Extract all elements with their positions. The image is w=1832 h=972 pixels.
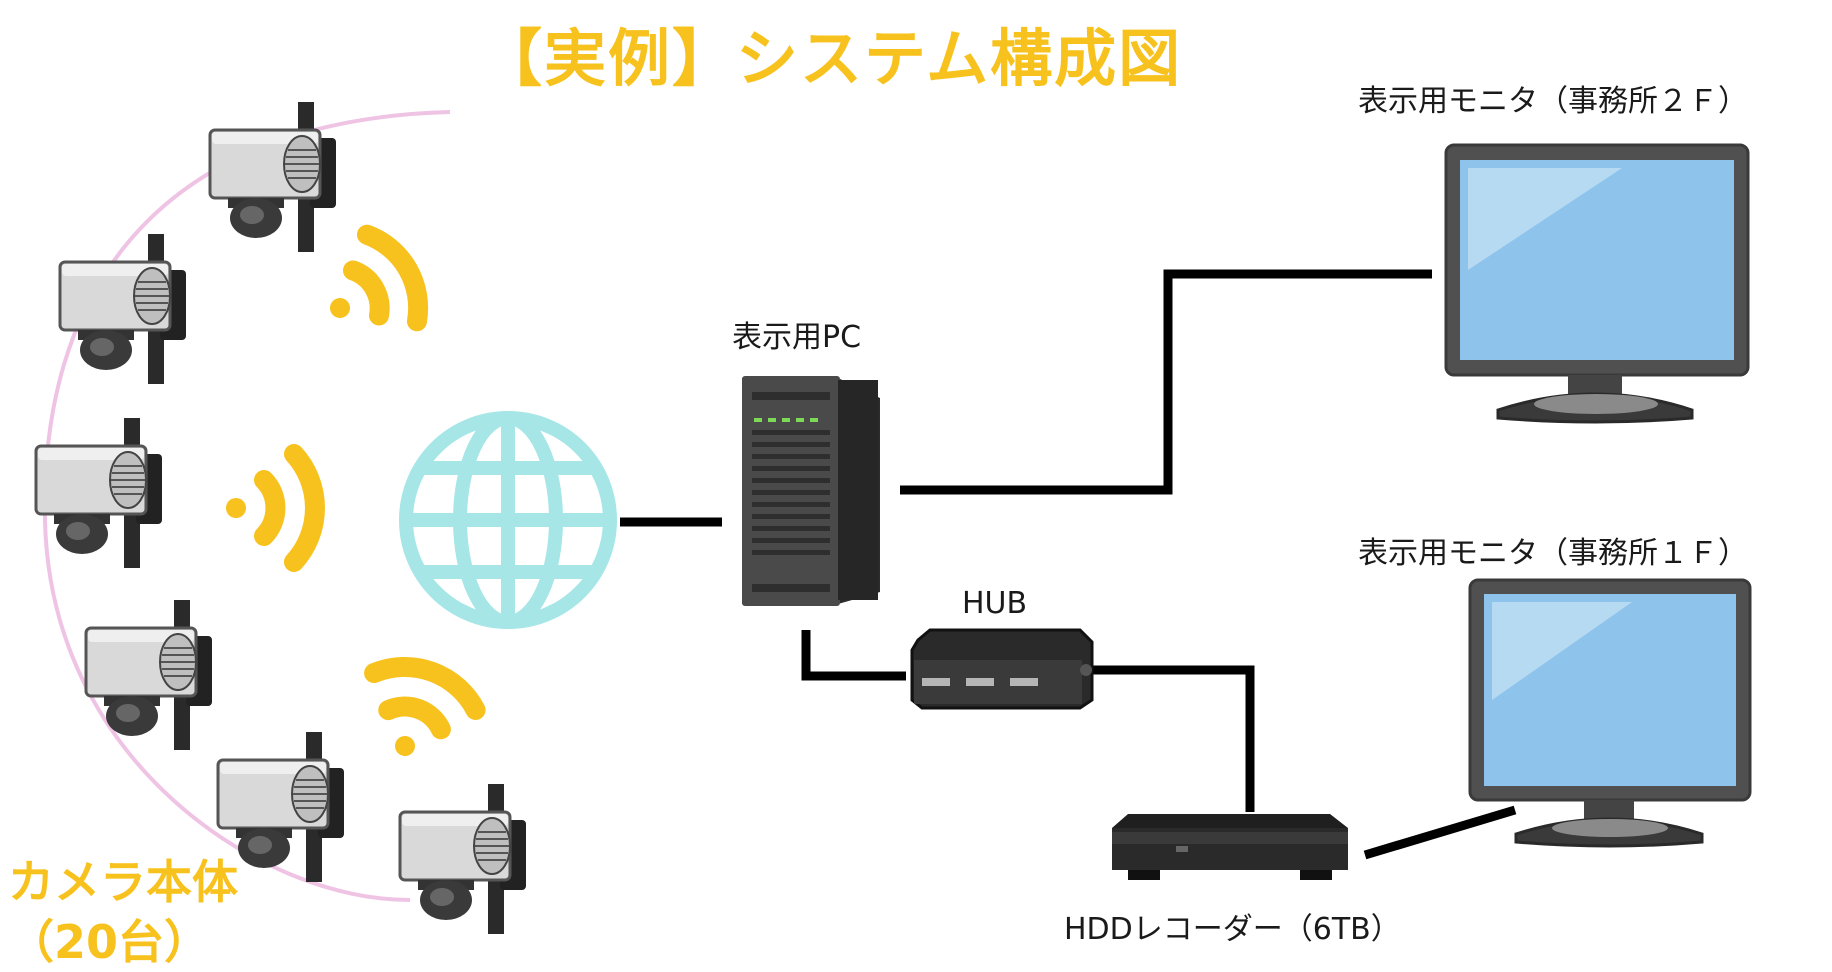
monitor-1f-label: 表示用モニタ（事務所１Ｆ）: [1358, 536, 1748, 571]
pc-label: 表示用PC: [732, 320, 862, 355]
monitor-icon: [1444, 143, 1750, 424]
camera-icon: [84, 598, 214, 752]
globe-icon: [399, 411, 617, 629]
camera-icon: [34, 416, 164, 570]
monitor-icon: [1468, 578, 1752, 848]
monitor-2f-label: 表示用モニタ（事務所２Ｆ）: [1358, 84, 1748, 119]
wifi-icon: [226, 444, 325, 572]
camera-icon: [58, 232, 188, 386]
hub-icon: [910, 628, 1094, 710]
camera-icon: [398, 782, 528, 936]
wifi-icon: [364, 656, 486, 756]
wifi-icon: [330, 224, 429, 332]
server-icon: [742, 376, 880, 606]
hub-label: HUB: [962, 586, 1028, 621]
network-cables: [620, 269, 1517, 860]
diagram-title: 【実例】システム構成図: [480, 22, 1183, 95]
camera-label-line1: カメラ本体: [8, 855, 238, 909]
camera-label-line2: （20台）: [8, 915, 211, 969]
hdd-recorder-icon: [1112, 814, 1348, 880]
hdd-recorder-label: HDDレコーダー（6TB）: [1064, 912, 1401, 947]
camera-count-label: カメラ本体 （20台）: [8, 852, 238, 972]
camera-icon: [208, 100, 338, 254]
